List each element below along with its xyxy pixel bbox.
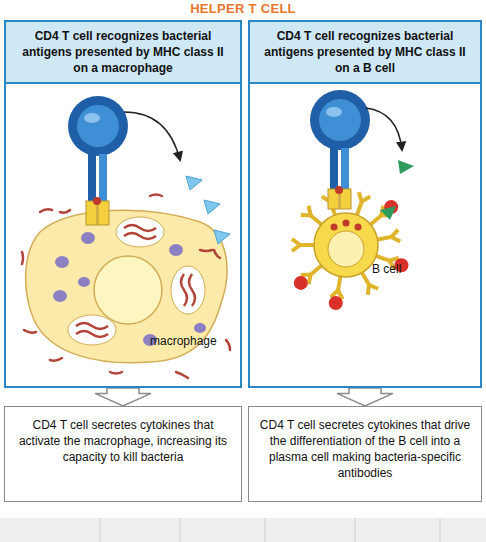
block-arrow — [95, 388, 151, 406]
macrophage-nucleus — [94, 256, 162, 324]
footer-lines — [100, 518, 440, 542]
vesicles — [53, 232, 206, 346]
result-box: CD4 T cell secretes cytokines that drive… — [248, 406, 482, 502]
t-cell — [68, 96, 128, 204]
panel-heading: CD4 T cell recognizes bacterial antigens… — [6, 22, 240, 84]
macrophage-cell — [26, 210, 227, 362]
mhc-class-ii — [86, 197, 109, 225]
secretion-arrow — [366, 108, 402, 150]
cytokines — [380, 160, 414, 220]
footer-strip — [0, 518, 486, 542]
cytokines — [186, 176, 230, 244]
mhc-class-ii — [328, 186, 351, 209]
box-text: CD4 T cell secretes cytokines that activ… — [5, 407, 241, 475]
figure-title: HELPER T CELL — [0, 1, 486, 16]
panel: CD4 T cell recognizes bacterial antigens… — [248, 20, 482, 388]
panel-heading: CD4 T cell recognizes bacterial antigens… — [250, 22, 480, 84]
block-arrow — [337, 388, 393, 406]
cell-label: B cell — [372, 262, 401, 276]
result-box: CD4 T cell secretes cytokines that activ… — [4, 406, 242, 502]
phagosomes — [68, 217, 205, 345]
cell-label: macrophage — [150, 334, 217, 348]
bacteria — [22, 195, 230, 379]
box-text: CD4 T cell secretes cytokines that drive… — [249, 407, 481, 491]
panel: CD4 T cell recognizes bacterial antigens… — [4, 20, 242, 388]
t-cell — [310, 90, 370, 192]
secretion-arrow — [124, 112, 180, 160]
b-cell — [292, 192, 408, 310]
